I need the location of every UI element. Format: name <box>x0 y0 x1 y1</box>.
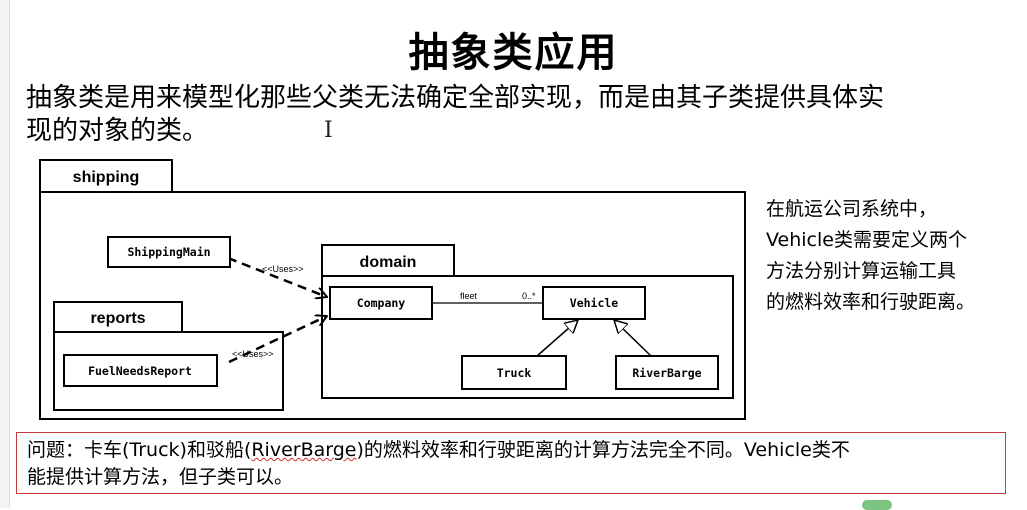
class-riverbarge-label: RiverBarge <box>632 366 701 380</box>
intro-line-2: 现的对象的类。 <box>26 116 209 146</box>
uses-label-bottom: <<Uses>> <box>232 349 274 359</box>
generalization-riverbarge <box>614 320 652 357</box>
class-shippingmain: ShippingMain <box>107 236 231 268</box>
association-multiplicity: 0..* <box>522 291 536 301</box>
left-edge-strip <box>0 0 10 508</box>
uses-arrow-shippingmain <box>227 256 327 297</box>
class-shippingmain-label: ShippingMain <box>127 245 210 259</box>
side-note-line-2: Vehicle类需要定义两个 <box>766 229 967 251</box>
problem-line-2: 能提供计算方法，但子类可以。 <box>27 466 294 488</box>
class-fuelneedsreport-label: FuelNeedsReport <box>88 364 192 378</box>
intro-text: 抽象类是用来模型化那些父类无法确定全部实现，而是由其子类提供具体实 现的对象的类… <box>26 82 1001 148</box>
generalization-truck <box>536 320 578 357</box>
package-reports-label: reports <box>90 310 145 327</box>
problem-box: 问题：卡车(Truck)和驳船(RiverBarge)的燃料效率和行驶距离的计算… <box>16 432 1006 494</box>
page-title: 抽象类应用 <box>408 29 619 76</box>
class-fuelneedsreport: FuelNeedsReport <box>63 354 218 387</box>
text-cursor-icon: I <box>324 118 333 143</box>
package-shipping-label: shipping <box>73 169 140 186</box>
class-company-label: Company <box>357 296 406 310</box>
class-vehicle: Vehicle <box>542 286 646 320</box>
class-riverbarge: RiverBarge <box>615 355 719 390</box>
uses-arrow-fuelneedsreport <box>228 316 327 364</box>
problem-prefix: 问题：卡车(Truck)和驳船( <box>27 439 252 461</box>
class-company: Company <box>329 286 433 320</box>
package-domain-label: domain <box>360 254 417 271</box>
problem-line-1: 问题：卡车(Truck)和驳船(RiverBarge)的燃料效率和行驶距离的计算… <box>27 437 995 464</box>
uses-label-top: <<Uses>> <box>262 264 304 274</box>
side-note: 在航运公司系统中， Vehicle类需要定义两个 方法分别计算运输工具 的燃料效… <box>766 194 1021 318</box>
intro-line-1: 抽象类是用来模型化那些父类无法确定全部实现，而是由其子类提供具体实 <box>26 83 885 113</box>
class-vehicle-label: Vehicle <box>570 296 619 310</box>
bottom-logo-mark <box>862 500 892 510</box>
side-note-line-3: 方法分别计算运输工具 <box>766 260 957 282</box>
class-truck-label: Truck <box>497 366 532 380</box>
association-role: fleet <box>460 291 478 301</box>
problem-term-riverbarge: RiverBarge <box>251 439 357 461</box>
side-note-line-1: 在航运公司系统中， <box>766 198 938 220</box>
class-truck: Truck <box>461 355 567 390</box>
side-note-line-4: 的燃料效率和行驶距离。 <box>766 291 976 313</box>
problem-rest: )的燃料效率和行驶距离的计算方法完全不同。Vehicle类不 <box>356 439 850 461</box>
